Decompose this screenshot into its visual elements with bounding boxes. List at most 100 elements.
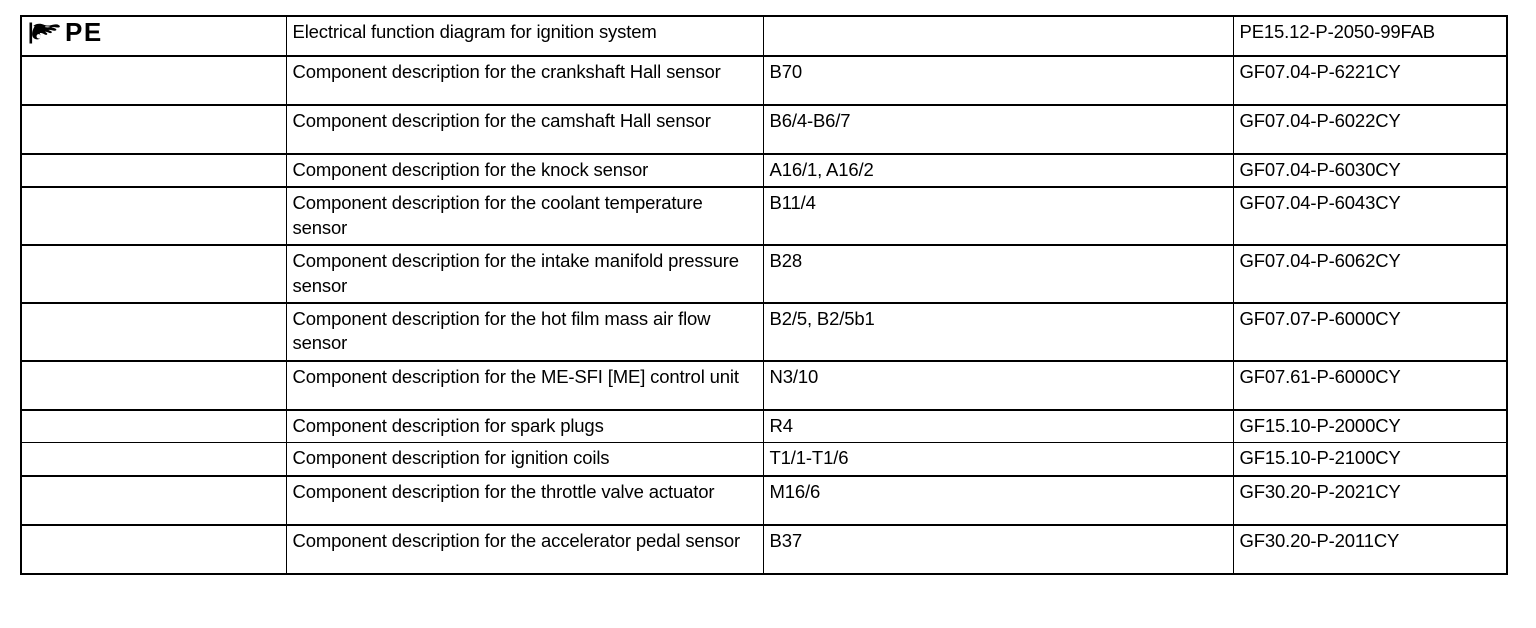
component-id-cell: B28	[762, 244, 1234, 304]
brand-cell: PE	[20, 15, 287, 57]
table-row: Component description for the camshaft H…	[20, 104, 1508, 155]
table-row: Component description for the hot film m…	[20, 302, 1508, 362]
description-text: Component description for the crankshaft…	[292, 61, 721, 82]
document-number-cell: GF07.04-P-6221CY	[1232, 55, 1508, 106]
table-row: Component description for ignition coils…	[20, 442, 1508, 477]
component-id-cell: B70	[762, 55, 1234, 106]
document-number-text: GF07.61-P-6000CY	[1239, 365, 1401, 387]
description-cell: Component description for the intake man…	[285, 244, 764, 304]
document-number-text: GF15.10-P-2100CY	[1239, 447, 1401, 469]
document-number-cell: GF07.04-P-6043CY	[1232, 186, 1508, 246]
spacer-cell	[20, 408, 287, 444]
description-text: Component description for the hot film m…	[292, 308, 711, 354]
component-id-text: B70	[769, 61, 803, 82]
component-id-cell: B2/5, B2/5b1	[762, 302, 1234, 362]
document-title: Electrical function diagram for ignition…	[292, 21, 657, 42]
spacer-cell	[20, 523, 287, 575]
component-id-text: B37	[769, 529, 803, 551]
spacer-cell	[20, 474, 287, 526]
component-id-cell: B6/4-B6/7	[762, 104, 1234, 155]
component-id-text: N3/10	[769, 365, 819, 387]
spacer-cell	[20, 152, 287, 188]
description-text: Component description for ignition coils	[292, 447, 610, 469]
description-cell: Component description for ignition coils	[285, 442, 764, 477]
table-row: Component description for the knock sens…	[20, 152, 1508, 188]
component-id-cell: B37	[762, 523, 1234, 575]
table-row: Component description for the intake man…	[20, 244, 1508, 304]
spacer-cell	[20, 302, 287, 362]
component-id-text: M16/6	[769, 480, 821, 502]
spacer-cell	[20, 104, 287, 155]
document-number-text: GF07.04-P-6221CY	[1239, 61, 1401, 82]
table-row: Component description for spark plugs R4 G…	[20, 408, 1508, 444]
brand-mark: PE	[28, 19, 281, 45]
pointing-hand-icon	[28, 21, 62, 45]
spacer-cell	[20, 244, 287, 304]
component-id-cell: A16/1, A16/2	[762, 152, 1234, 188]
description-text: Component description for the coolant te…	[292, 192, 703, 238]
table-row: Component description for the accelerato…	[20, 523, 1508, 575]
document-number-cell: GF30.20-P-2021CY	[1232, 474, 1508, 526]
component-id-text: R4	[769, 414, 794, 436]
document-number-text: GF30.20-P-2021CY	[1239, 480, 1401, 502]
document-number-cell: PE15.12-P-2050-99FAB	[1232, 15, 1508, 57]
description-text: Component description for the knock sens…	[292, 159, 649, 180]
document-number-cell: GF15.10-P-2100CY	[1232, 442, 1508, 477]
document-number-cell: GF07.07-P-6000CY	[1232, 302, 1508, 362]
reference-table: PE Electrical function diagram for igniti…	[20, 15, 1508, 575]
component-id-cell: R4	[762, 408, 1234, 444]
component-id-cell: B11/4	[762, 186, 1234, 246]
component-id-text: A16/1, A16/2	[769, 159, 874, 180]
component-id-text: B11/4	[769, 192, 816, 214]
description-cell: Component description for the coolant te…	[285, 186, 764, 246]
table-row: PE Electrical function diagram for igniti…	[20, 15, 1508, 57]
document-number-cell: GF15.10-P-2000CY	[1232, 408, 1508, 444]
spacer-cell	[20, 186, 287, 246]
description-text: Component description for the throttle v…	[292, 480, 715, 502]
description-cell: Component description for the throttle v…	[285, 474, 764, 526]
component-id-cell: M16/6	[762, 474, 1234, 526]
brand-label: PE	[65, 17, 103, 47]
table-row: Component description for the throttle v…	[20, 474, 1508, 526]
document-number-text: GF07.04-P-6022CY	[1239, 110, 1401, 131]
description-text: Component description for spark plugs	[292, 414, 604, 436]
component-id-text: T1/1-T1/6	[769, 447, 849, 469]
document-number-cell: GF07.04-P-6022CY	[1232, 104, 1508, 155]
description-text: Component description for the ME-SFI [ME…	[292, 365, 740, 387]
spacer-cell	[20, 359, 287, 411]
document-number-text: GF07.07-P-6000CY	[1239, 308, 1401, 330]
document-number-text: GF07.04-P-6062CY	[1239, 250, 1401, 272]
table-row: Component description for the coolant te…	[20, 186, 1508, 246]
document-number-text: GF07.04-P-6043CY	[1239, 192, 1401, 214]
document-title-cell: Electrical function diagram for ignition…	[285, 15, 764, 57]
description-cell: Component description for the knock sens…	[285, 152, 764, 188]
document-number-cell: GF07.04-P-6030CY	[1232, 152, 1508, 188]
description-cell: Component description for the accelerato…	[285, 523, 764, 575]
spacer-cell	[20, 55, 287, 106]
description-cell: Component description for the crankshaft…	[285, 55, 764, 106]
component-id-cell: T1/1-T1/6	[762, 442, 1234, 477]
document-number-text: GF07.04-P-6030CY	[1239, 159, 1401, 180]
document-number-cell: GF07.61-P-6000CY	[1232, 359, 1508, 411]
description-text: Component description for the accelerato…	[292, 529, 741, 551]
spacer-cell	[20, 442, 287, 477]
table-row: Component description for the ME-SFI [ME…	[20, 359, 1508, 411]
component-id-cell	[762, 15, 1234, 57]
document-number-text: GF30.20-P-2011CY	[1239, 529, 1400, 551]
component-id-text: B6/4-B6/7	[769, 110, 851, 131]
component-id-cell: N3/10	[762, 359, 1234, 411]
description-cell: Component description for the ME-SFI [ME…	[285, 359, 764, 411]
document-number-text: GF15.10-P-2000CY	[1239, 414, 1401, 436]
description-cell: Component description for spark plugs	[285, 408, 764, 444]
component-id-text: B28	[769, 250, 803, 272]
description-text: Component description for the camshaft H…	[292, 110, 711, 131]
document-number-text: PE15.12-P-2050-99FAB	[1239, 21, 1436, 42]
description-cell: Component description for the camshaft H…	[285, 104, 764, 155]
document-number-cell: GF07.04-P-6062CY	[1232, 244, 1508, 304]
component-id-text: B2/5, B2/5b1	[769, 308, 875, 330]
document-number-cell: GF30.20-P-2011CY	[1232, 523, 1508, 575]
reference-table-body: PE Electrical function diagram for igniti…	[20, 15, 1508, 575]
description-text: Component description for the intake man…	[292, 250, 740, 296]
description-cell: Component description for the hot film m…	[285, 302, 764, 362]
